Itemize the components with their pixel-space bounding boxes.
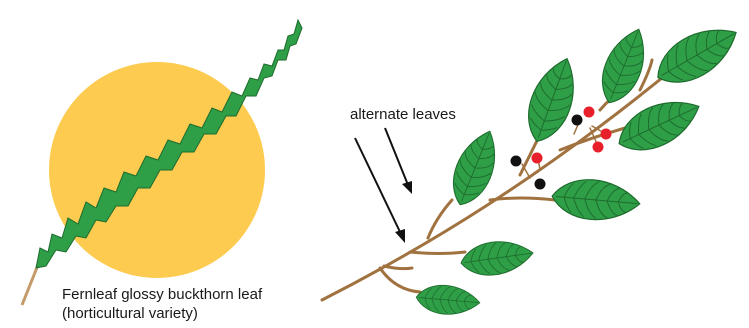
arrow-icon [385, 128, 412, 194]
leaf [518, 52, 585, 148]
berry-black [535, 179, 546, 190]
berry-red [532, 153, 543, 164]
berry-red [601, 129, 612, 140]
leaf [611, 88, 707, 161]
leaf [415, 283, 481, 317]
leaf [593, 23, 656, 110]
leaf [459, 237, 535, 279]
leaf [648, 15, 746, 95]
alternate-leaves-label: alternate leaves [350, 106, 456, 123]
leaf-caption: Fernleaf glossy buckthorn leaf (horticul… [62, 285, 262, 323]
berry-red [584, 107, 595, 118]
berry-red [593, 142, 604, 153]
caption-line-1: Fernleaf glossy buckthorn leaf [62, 285, 262, 304]
arrow-icon [355, 138, 405, 243]
berry-black [572, 115, 583, 126]
berry-black [511, 156, 522, 167]
caption-line-2: (horticultural variety) [62, 304, 262, 323]
leaf [550, 176, 641, 223]
